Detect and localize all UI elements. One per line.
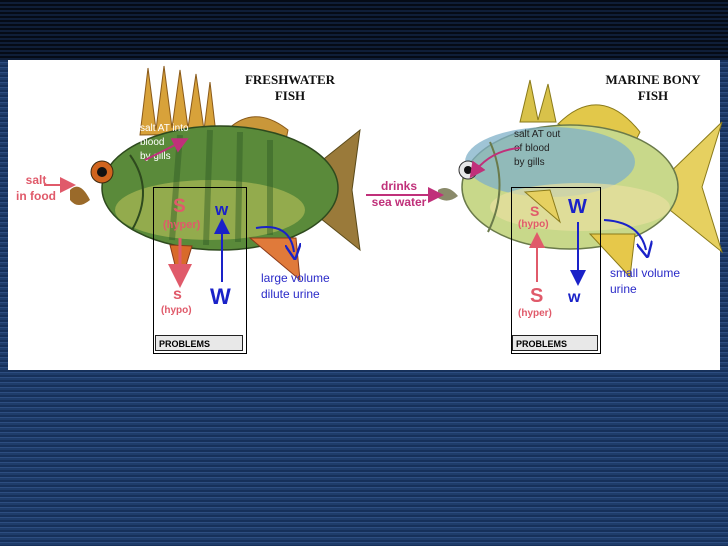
freshwater-gill-arrow <box>145 140 185 160</box>
marine-urine-arrow <box>604 220 646 250</box>
marine-gill-arrow <box>472 148 520 175</box>
freshwater-urine-arrow <box>256 227 294 252</box>
